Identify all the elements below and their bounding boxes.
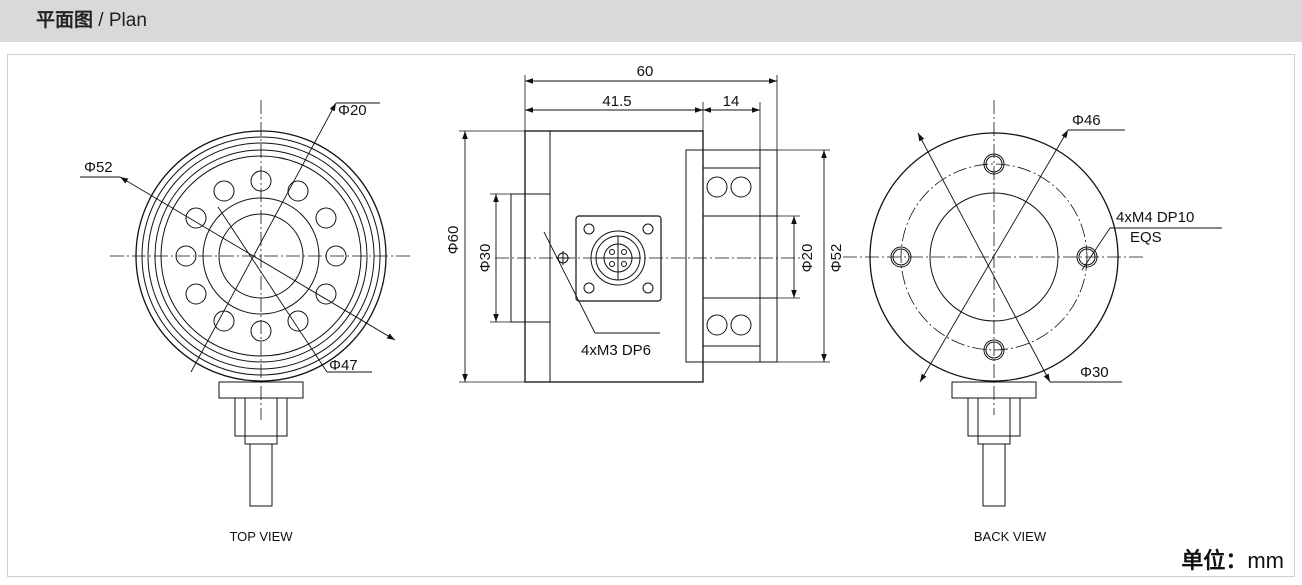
back-view [843,100,1222,507]
side-view [459,75,830,383]
side-dim-width-14: 14 [723,93,740,110]
title-separator: / [93,10,109,31]
unit-value: mm [1247,548,1284,573]
back-dim-phi30: Φ30 [1080,364,1109,381]
top-view [80,100,412,507]
back-view-label: BACK VIEW [974,529,1047,544]
section-title: 平面图 / Plan [36,9,147,33]
section-header: 平面图 / Plan [0,0,1302,42]
back-thread-eqs: EQS [1130,229,1162,246]
side-dim-phi20: Φ20 [799,244,816,273]
back-dim-phi46: Φ46 [1072,112,1101,129]
side-dim-phi60: Φ60 [445,226,462,255]
side-dim-width-60: 60 [637,63,654,80]
side-dim-phi30: Φ30 [477,244,494,273]
side-dim-width-41-5: 41.5 [602,93,631,110]
drawing-frame [7,54,1295,577]
title-en: Plan [108,10,147,31]
top-view-label: TOP VIEW [229,529,293,544]
unit-label: 单位： [1181,548,1248,573]
top-dim-phi52: Φ52 [84,159,113,176]
side-dim-phi52: Φ52 [828,244,845,273]
title-cn: 平面图 [36,10,94,31]
side-thread-callout: 4xM3 DP6 [581,342,651,359]
top-dim-phi47: Φ47 [329,357,358,374]
unit-note: 单位：mm [1181,543,1284,575]
top-dim-phi20: Φ20 [338,102,367,119]
back-thread-callout: 4xM4 DP10 [1116,209,1194,226]
